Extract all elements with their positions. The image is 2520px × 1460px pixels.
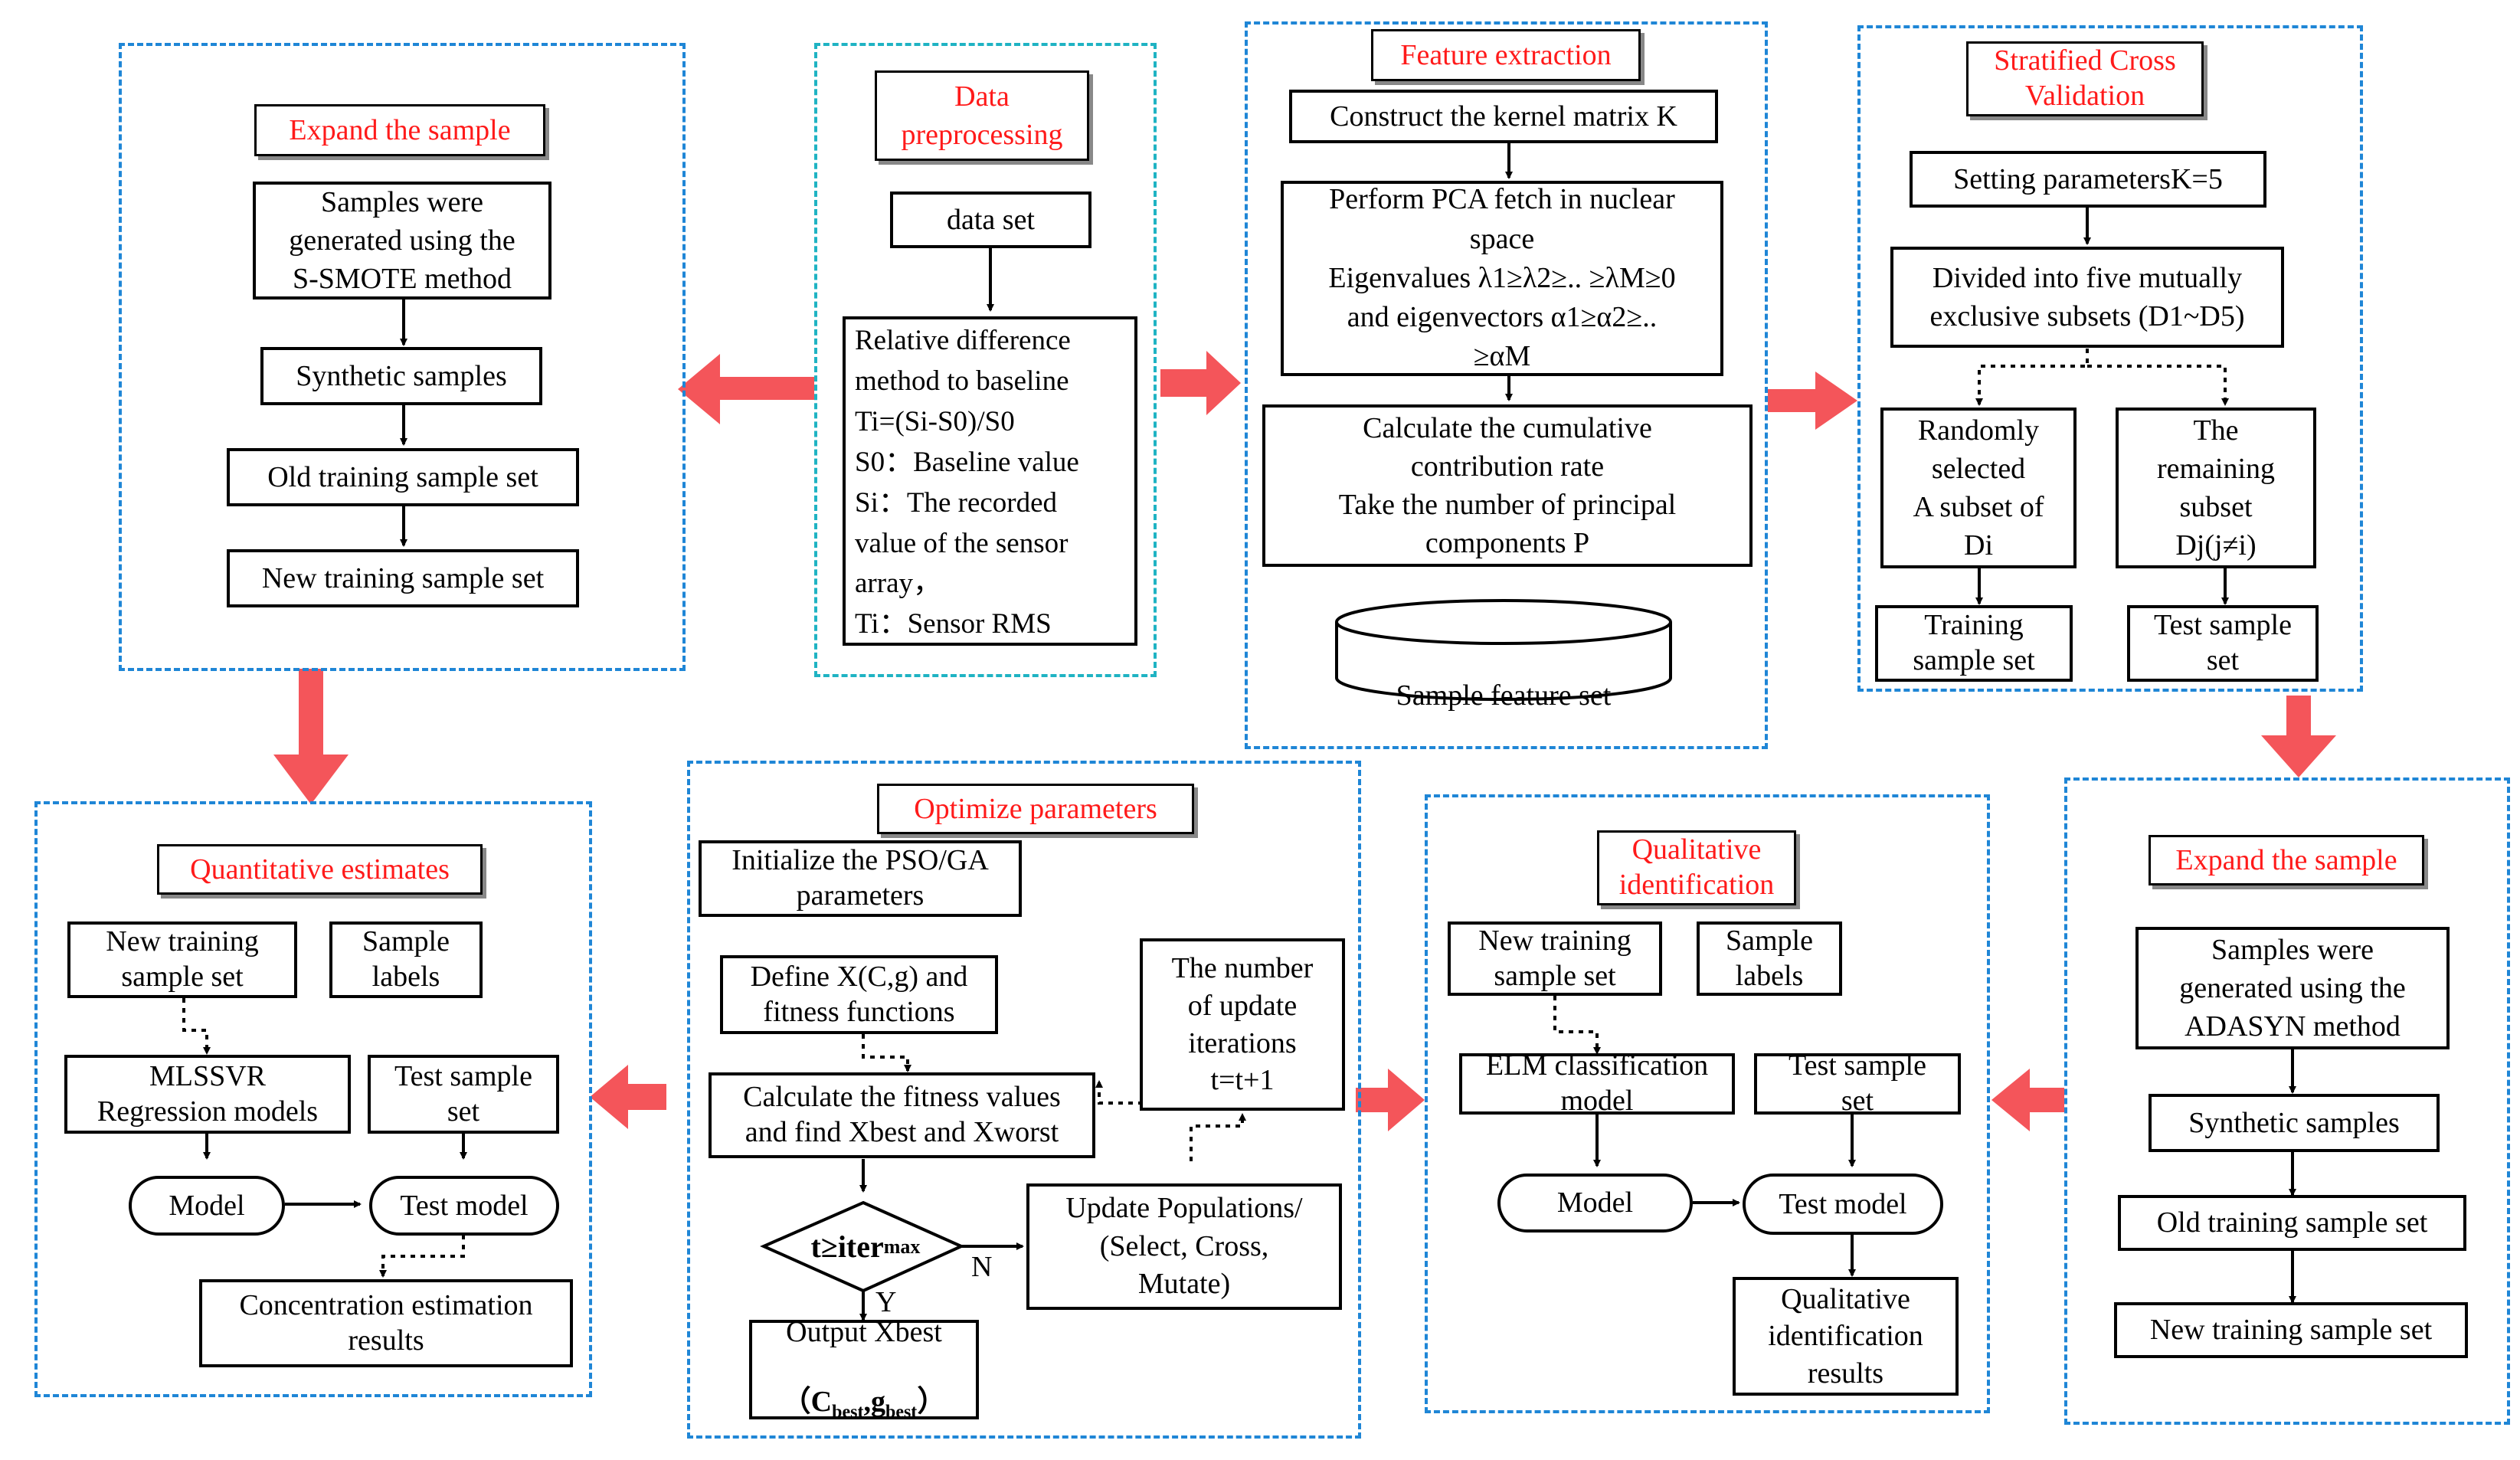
decision-sub: max [883,1235,921,1258]
cross-validation-title: Stratified Cross Validation [1966,41,2204,116]
old-training-set-box-top: Old training sample set [227,448,579,506]
output-xbest-box: Output Xbest （Cbest,gbest） [749,1316,979,1422]
preprocessing-title: Data preprocessing [875,70,1089,161]
cross-validation-panel [1857,25,2363,692]
output-c-sub: best [832,1403,864,1422]
cumulative-rate-box: Calculate the cumulative contribution ra… [1262,404,1753,567]
new-training-set-box-quant: New training sample set [67,922,297,998]
synthetic-samples-box-top: Synthetic samples [260,347,542,405]
decision-text: t≥iter [810,1229,884,1264]
output-c: （C [781,1386,833,1419]
elm-model-box: ELM classification model [1459,1049,1735,1117]
setting-parameters-box: Setting parametersK=5 [1910,151,2266,208]
sample-labels-box-quant: Sample labels [329,922,483,998]
optimize-panel [687,761,1361,1439]
new-training-set-box-top: New training sample set [227,549,579,607]
preprocessing-panel [814,43,1157,677]
pca-box: Perform PCA fetch in nuclear space Eigen… [1281,181,1723,376]
expand-sample-title-top: Expand the sample [254,104,545,156]
quantitative-panel [34,801,592,1397]
new-training-set-box-qual: New training sample set [1448,922,1662,996]
output-end: ） [917,1386,947,1419]
test-sample-set-box-qual: Test sample set [1754,1049,1961,1117]
no-label: N [971,1251,993,1283]
initialize-pso-ga-box: Initialize the PSO/GA parameters [699,840,1022,917]
test-sample-set-box-quant: Test sample set [368,1055,559,1134]
synthetic-samples-box-bottom: Synthetic samples [2149,1094,2440,1152]
calculate-fitness-box: Calculate the fitness values and find Xb… [709,1072,1095,1158]
expand-sample-panel-bottom [2064,777,2510,1425]
update-populations-box: Update Populations/ (Select, Cross, Muta… [1026,1183,1342,1310]
adasyn-box: Samples were generated using the ADASYN … [2135,927,2450,1049]
model-box-qual: Model [1497,1174,1693,1232]
qualitative-results-box: Qualitative identification results [1733,1277,1959,1396]
output-xbest-text: Output Xbest [786,1316,942,1349]
quantitative-title: Quantitative estimates [157,844,483,895]
qualitative-panel [1425,794,1990,1413]
data-set-box: data set [890,192,1091,248]
database-cylinder [1335,599,1672,701]
yes-label: Y [875,1286,897,1318]
qualitative-title: Qualitative identification [1597,830,1796,905]
sample-feature-set-label: Sample feature set [1396,679,1612,712]
model-box-quant: Model [129,1176,285,1236]
test-model-box-quant: Test model [369,1176,559,1236]
test-sample-set-box-cv: Test sample set [2127,605,2319,682]
divided-subsets-box: Divided into five mutually exclusive sub… [1890,247,2284,348]
output-xbest-params: （Cbest,gbest） [782,1350,947,1424]
old-training-set-box-bottom: Old training sample set [2118,1195,2466,1251]
remaining-subset-box: The remaining subset Dj(j≠i) [2116,408,2316,568]
output-g: ,g [863,1386,885,1419]
expand-sample-panel-top [119,43,686,671]
mlssvr-box: MLSSVR Regression models [64,1055,351,1134]
new-training-set-box-bottom: New training sample set [2114,1302,2468,1358]
randomly-selected-box: Randomly selected A subset of Di [1880,408,2077,568]
decision-diamond [760,1200,965,1293]
training-sample-set-box: Training sample set [1875,605,2073,682]
dotted-connectors [182,349,2229,1278]
s-smote-box: Samples were generated using the S-SMOTE… [253,182,551,300]
optimize-title: Optimize parameters [877,784,1194,834]
test-model-box-qual: Test model [1743,1174,1943,1235]
define-fitness-box: Define X(C,g) and fitness functions [720,955,998,1034]
feature-extraction-title: Feature extraction [1371,29,1641,81]
update-iterations-box: The number of update iterations t=t+1 [1140,938,1345,1111]
kernel-matrix-box: Construct the kernel matrix K [1289,90,1718,143]
sample-labels-box-qual: Sample labels [1697,922,1842,996]
big-arrows [273,351,2336,1131]
feature-extraction-panel [1245,21,1768,749]
output-g-sub: best [885,1403,918,1422]
expand-sample-title-bottom: Expand the sample [2149,835,2424,885]
relative-difference-box: Relative difference method to baseline T… [843,316,1137,646]
concentration-results-box: Concentration estimation results [199,1279,573,1367]
